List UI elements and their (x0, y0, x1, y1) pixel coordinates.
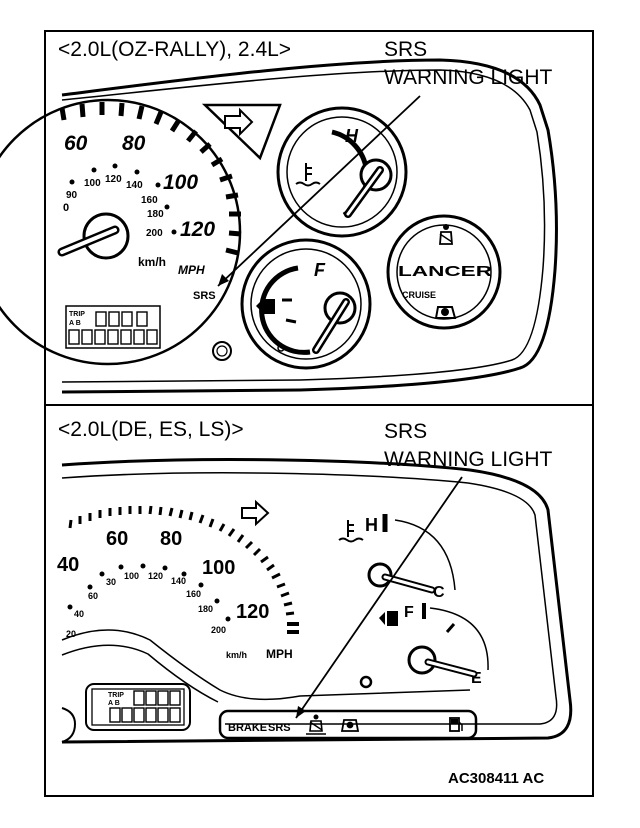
figure-frame (44, 30, 594, 797)
bottom-trip-ab: A B (108, 700, 120, 707)
bottom-speed-80: 80 (160, 528, 182, 550)
bottom-kmh-140: 140 (171, 576, 186, 586)
top-lancer-logo: LANCER (398, 263, 492, 280)
top-reset-knob (212, 341, 232, 361)
bottom-kmh-160: 160 (186, 589, 201, 599)
panel-divider (44, 404, 594, 406)
top-kmh-140: 140 (126, 180, 143, 191)
bottom-speed-120: 120 (236, 601, 269, 623)
bottom-turn-indicator (241, 499, 270, 527)
top-trip-label: TRIP (69, 311, 85, 318)
bottom-srs-indicator: SRS (268, 722, 291, 734)
bottom-cluster-inner (61, 472, 558, 725)
bottom-kmh-dots (67, 563, 231, 622)
top-speedometer: 60 80 100 120 90 100 120 140 160 180 200… (0, 98, 242, 366)
bottom-temp-icon (338, 520, 364, 543)
bottom-kmh-40: 40 (74, 609, 84, 619)
bottom-speed-100: 100 (202, 557, 235, 579)
top-cruise-label: CRUISE (402, 290, 436, 300)
bottom-callout-warning-light: WARNING LIGHT (384, 448, 553, 471)
bottom-warning-strip: BRAKE SRS (218, 709, 478, 740)
bottom-mph-unit: MPH (266, 647, 293, 661)
bottom-fuel-icon (379, 611, 398, 626)
bottom-speedometer: 60 80 100 120 40 30 100 120 140 60 160 4… (57, 499, 299, 661)
bottom-speedo-ticks (68, 505, 295, 616)
top-kmh-120: 120 (105, 174, 122, 185)
bottom-callout-leader (295, 476, 463, 719)
bottom-variant-label: <2.0L(DE, ES, LS)> (58, 418, 244, 441)
top-turn-indicator (201, 103, 282, 161)
top-srs-indicator: SRS (193, 290, 216, 302)
top-kmh-200: 200 (146, 228, 163, 239)
bottom-temp-gauge: H C (338, 514, 456, 601)
top-variant-label: <2.0L(OZ-RALLY), 2.4L> (58, 38, 292, 61)
bottom-fuel-gauge: F E (379, 603, 489, 687)
top-callout-leader (217, 95, 421, 287)
top-temp-h: H (345, 126, 359, 146)
top-kmh-90: 90 (66, 190, 78, 201)
top-kmh-160: 160 (141, 195, 158, 206)
bottom-temp-c: C (433, 584, 445, 601)
top-kmh-180: 180 (147, 209, 164, 220)
top-callout-srs: SRS (384, 38, 428, 61)
bottom-reset-knob (359, 675, 373, 689)
top-callout-warning-light: WARNING LIGHT (384, 66, 553, 89)
bottom-kmh-180: 180 (198, 604, 213, 614)
bottom-brake-indicator: BRAKE (228, 722, 267, 734)
top-speed-120: 120 (180, 218, 215, 241)
top-temp-gauge: H (276, 106, 408, 238)
bottom-kmh-100: 100 (124, 571, 139, 581)
bottom-kmh-30: 30 (106, 577, 116, 587)
bottom-kmh-120: 120 (148, 571, 163, 581)
bottom-kmh-20: 20 (66, 629, 76, 639)
top-trip-display: TRIP A B (65, 305, 161, 349)
bottom-cluster-outline (61, 458, 573, 744)
top-speedo-ticks (59, 102, 242, 256)
top-indicator-gauge: LANCER CRUISE (386, 214, 502, 330)
top-trip-ab: A B (69, 320, 81, 327)
top-temp-icon (295, 163, 321, 187)
top-fuel-icon (256, 299, 275, 314)
bottom-speed-60: 60 (106, 528, 128, 550)
top-mph-unit: MPH (178, 263, 205, 277)
bottom-fuel-f: F (404, 604, 414, 621)
top-cluster-inner-outline (61, 69, 546, 383)
top-fuel-gauge: F (240, 238, 372, 370)
bottom-trip-label: TRIP (108, 692, 124, 699)
top-kmh-0: 0 (63, 202, 69, 214)
bottom-trip-display: TRIP A B (85, 683, 191, 731)
bottom-kmh-200: 200 (211, 625, 226, 635)
top-kmh-dots (69, 163, 177, 235)
bottom-kmh-unit: km/h (226, 650, 247, 660)
bottom-callout-srs: SRS (384, 420, 428, 443)
bottom-fuel-e: E (471, 670, 482, 687)
bottom-kmh-60: 60 (88, 591, 98, 601)
top-seatbelt-icon (439, 224, 453, 245)
bottom-door-icon (340, 719, 360, 732)
top-kmh-unit: km/h (138, 255, 166, 269)
bottom-temp-h: H (365, 515, 378, 535)
top-fuel-f: F (314, 260, 326, 280)
bottom-seatbelt-icon (306, 714, 326, 735)
bottom-fuel-warning-icon (449, 717, 463, 732)
bottom-speed-40: 40 (57, 554, 79, 576)
top-cluster-outline (61, 58, 558, 394)
top-kmh-100: 100 (84, 178, 101, 189)
top-door-icon (434, 306, 457, 319)
top-speed-80: 80 (122, 132, 146, 155)
top-speed-100: 100 (163, 171, 198, 194)
top-speed-60: 60 (64, 132, 88, 155)
figure-code: AC308411 AC (448, 770, 545, 787)
